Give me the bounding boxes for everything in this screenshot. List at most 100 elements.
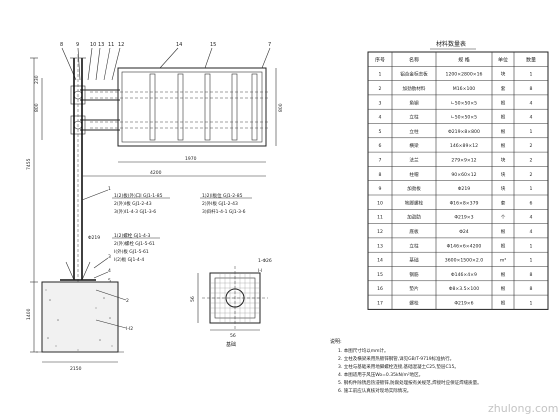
- leader-10: Ⅰ(2)板 GJ1-4-4: [114, 256, 144, 263]
- leader-9: Ⅰ(外)板 GJ1-5-61: [114, 248, 149, 255]
- table-cell: 根: [501, 142, 506, 149]
- table-cell: 4: [530, 115, 533, 121]
- table-cell: ∟50×50×5: [451, 115, 477, 121]
- table-cell: m³: [500, 258, 506, 264]
- table-cell: 1: [530, 186, 533, 192]
- table-cell: 7: [379, 158, 382, 164]
- table-cell: 底板: [409, 228, 419, 235]
- table-cell: 2: [379, 86, 382, 92]
- table-cell: 2: [530, 172, 533, 178]
- table-cell: Φ146×4×9: [451, 272, 477, 278]
- callout-15: 15: [210, 42, 216, 48]
- note-line-1: 1. 本图尺寸均以mm计。: [338, 347, 389, 354]
- table-cell: 根: [501, 285, 506, 292]
- dim-top: 230: [34, 75, 40, 84]
- leader-4: 1)2)Ⅰ板位 GJ1-2-85: [202, 192, 243, 199]
- table-header-cell: 规 格: [458, 56, 470, 63]
- table-cell: 2: [530, 143, 533, 149]
- table-cell: 地脚螺栓: [405, 199, 424, 206]
- table-cell: 12: [377, 229, 383, 235]
- leader-2: 2(外)Ⅰ板 GJ1-2-43: [114, 200, 152, 207]
- table-cell: 立柱: [409, 242, 419, 249]
- table-cell: 根: [501, 300, 506, 307]
- table-cell: 10: [377, 200, 383, 206]
- dim-panel-width: 1970: [185, 156, 197, 162]
- table-cell: 加劲肋材料: [403, 85, 426, 92]
- dim-arm-length: 4200: [150, 170, 162, 176]
- dim-panel-side: 800: [278, 103, 284, 112]
- callout-7: 7: [268, 42, 271, 48]
- pole-note-section: Ⅰ-Ⅰ2: [126, 326, 133, 332]
- leader-text-blocks: 1(2)板(外)口Ⅰ GJ1-1-85 2(外)Ⅰ板 GJ1-2-43 3(外)…: [112, 192, 252, 263]
- table-cell: 根: [501, 114, 506, 121]
- table-cell: Φ146×6×4200: [447, 243, 482, 249]
- callout-13: 13: [98, 42, 104, 48]
- table-cell: 4: [530, 100, 533, 106]
- table-cell: 加劲板: [407, 185, 421, 192]
- table-cell: 1: [530, 258, 533, 264]
- table-cell: 6: [379, 143, 382, 149]
- section-caption: 基础: [226, 341, 236, 348]
- table-cell: 钢筋: [409, 271, 419, 278]
- notes-block: 说明: 1. 本图尺寸均以mm计。 2. 立柱及横梁采用热镀锌钢管,详见GB/T…: [330, 338, 482, 394]
- table-cell: 角钢: [409, 99, 419, 106]
- table-cell: 90×60×12: [451, 172, 476, 178]
- table-cell: 1: [530, 129, 533, 135]
- table-header-cell: 序号: [375, 56, 385, 63]
- table-cell: 146×89×12: [450, 143, 478, 149]
- callout-11: 11: [108, 42, 114, 48]
- leader-5: 2)外Ⅰ板 GJ1-2-43: [202, 200, 238, 207]
- table-cell: 螺栓: [409, 300, 419, 307]
- table-cell: Φ219×8×800: [448, 129, 480, 135]
- table-cell: 柱帽: [409, 171, 419, 178]
- top-callouts: 8 9 10 13 11 12 14 15 7: [60, 42, 271, 81]
- table-cell: 加劲肋: [407, 214, 421, 221]
- table-title: 材料数量表: [436, 40, 466, 48]
- table-cell: 13: [377, 243, 383, 249]
- section-dim-w: 56: [230, 333, 236, 339]
- table-cell: Φ24: [459, 229, 469, 235]
- pole-notes: 1 3 2 4 5 Ⅰ-Ⅰ2: [81, 186, 133, 332]
- leader-1: 1(2)板(外)口Ⅰ GJ1-1-85: [114, 192, 163, 199]
- note-line-4: 4. 本图适用于风压Wo=0.35kN/m²地区。: [338, 371, 423, 378]
- table-cell: 根: [501, 99, 506, 106]
- table-cell: 8: [530, 86, 533, 92]
- note-line-2: 2. 立柱及横梁采用热镀锌钢管,详见GB/T-9719标准执行。: [338, 355, 454, 362]
- note-line-3: 3. 立柱与基础采用地脚螺栓连接,基础混凝土C25,垫层C15。: [338, 363, 459, 370]
- table-cell: 5: [379, 129, 382, 135]
- leader-6: 3)斜杆1-4-1 GJ1-3-6: [202, 208, 246, 215]
- table-cell: 279×9×12: [451, 158, 476, 164]
- table-cell: 铝合金标志板: [400, 71, 428, 78]
- table-cell: 16: [377, 286, 383, 292]
- table-cell: 14: [377, 258, 383, 264]
- table-cell: 套: [501, 85, 506, 92]
- table-cell: 根: [501, 228, 506, 235]
- table-cell: 8: [530, 272, 533, 278]
- pole-diameter-label: Φ219: [88, 235, 100, 241]
- table-cell: 4: [379, 115, 382, 121]
- section-dim-h: 56: [190, 296, 196, 302]
- concrete-foundation: [36, 281, 124, 353]
- table-cell: M16×100: [453, 86, 476, 92]
- table-cell: 块: [501, 185, 506, 192]
- callout-8: 8: [60, 42, 63, 48]
- dim-base-width: 2150: [70, 366, 82, 372]
- table-cell: 11: [377, 215, 383, 221]
- table-cell: 立柱: [409, 114, 419, 121]
- pole-note-5: 5: [108, 278, 111, 284]
- notes-title: 说明:: [330, 338, 342, 345]
- leader-3: 3(外)Ⅰ1-4-3 GJ1-3-6: [114, 208, 156, 215]
- table-header-cell: 数量: [526, 56, 536, 63]
- leader-8: 2(外)螺栓 GJ1-5-61: [114, 240, 155, 247]
- elevation-view: 8 9 10 13 11 12 14 15 7: [26, 42, 284, 372]
- table-cell: Φ8×3.5×100: [449, 286, 479, 292]
- table-header-cell: 名称: [409, 56, 419, 63]
- table-cell: Φ219×6: [454, 301, 473, 307]
- table-cell: 3: [379, 100, 382, 106]
- elevation-dimensions: 7455 1400 800 230 800 1970 4200 2150: [26, 57, 284, 372]
- pole: Φ219: [70, 54, 100, 285]
- table-header-cell: 单位: [498, 56, 508, 63]
- table-cell: 个: [501, 215, 506, 221]
